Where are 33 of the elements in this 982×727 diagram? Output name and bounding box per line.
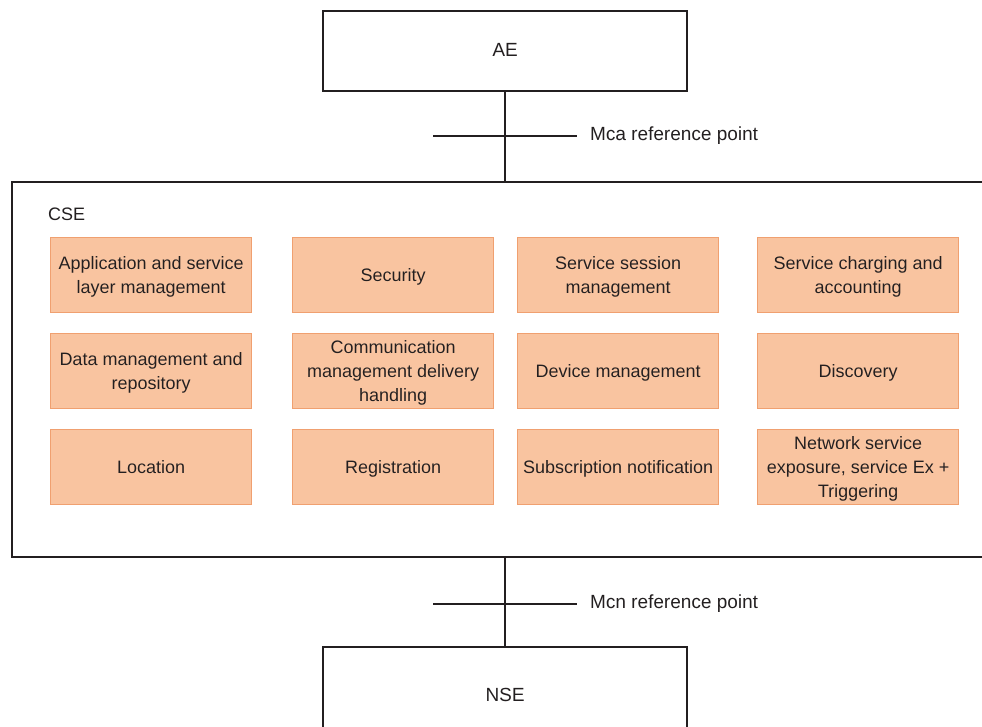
- function-box: [517, 237, 719, 313]
- box-label: AE: [492, 40, 518, 62]
- function-box: [292, 429, 494, 505]
- box-label: Network service exposure, service Ex + Triggering: [766, 432, 950, 503]
- function-box: [50, 333, 252, 409]
- entity-box: [322, 10, 688, 92]
- box-label: Data management and repository: [58, 348, 244, 395]
- box-label: Location: [116, 456, 186, 479]
- box-label: Service charging and accounting: [772, 252, 944, 299]
- function-box: [757, 237, 959, 313]
- box-label: Device management: [535, 360, 701, 383]
- box-label: NSE: [485, 685, 525, 707]
- container-title: CSE: [48, 204, 86, 225]
- function-box: [292, 237, 494, 313]
- reference-point-label: Mcn reference point: [590, 592, 758, 614]
- box-label: Subscription notification: [522, 456, 714, 479]
- connector-line: [504, 558, 506, 646]
- connector-line: [504, 92, 506, 181]
- function-box: [50, 237, 252, 313]
- box-label: Service session management: [554, 252, 682, 299]
- box-label: Security: [360, 264, 426, 287]
- function-box: [292, 333, 494, 409]
- function-box: [50, 429, 252, 505]
- container-box: [11, 181, 982, 558]
- box-label: Discovery: [818, 360, 898, 383]
- function-box: [517, 333, 719, 409]
- function-box: [757, 333, 959, 409]
- function-box: [517, 429, 719, 505]
- reference-point-label: Mca reference point: [590, 124, 758, 146]
- box-label: Application and service layer management: [57, 252, 245, 299]
- box-label: Registration: [344, 456, 442, 479]
- entity-box: [322, 646, 688, 727]
- box-label: Communication management delivery handling: [306, 336, 480, 407]
